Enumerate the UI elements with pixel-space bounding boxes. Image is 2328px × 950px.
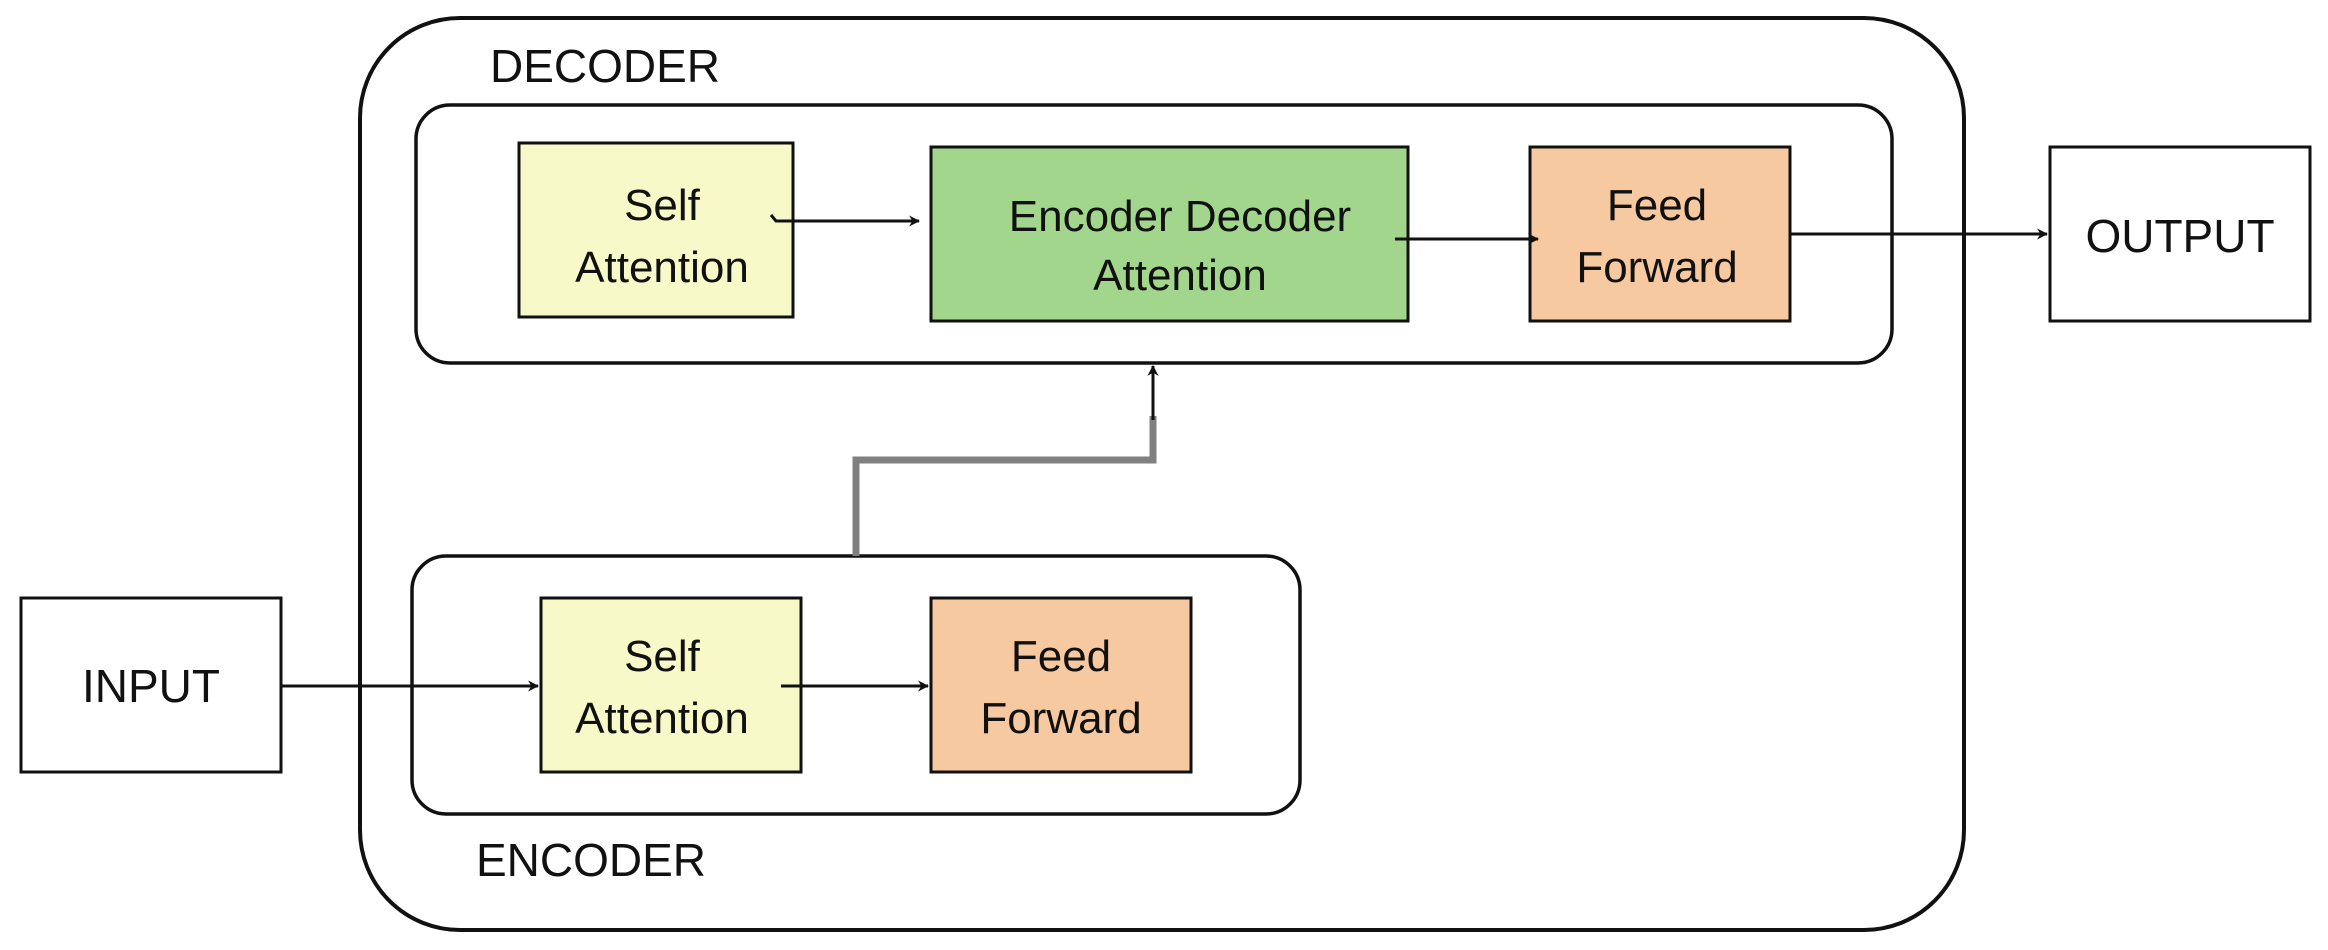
encoder-label: ENCODER bbox=[476, 834, 706, 886]
connector-encoder-to-decoder bbox=[852, 416, 1157, 556]
decoder-feed-forward-node: Feed Forward bbox=[1528, 145, 1792, 323]
encoder-decoder-attention-line2: Attention bbox=[1093, 251, 1267, 300]
decoder-feed-forward-line1: Feed bbox=[1607, 181, 1707, 230]
encoder-decoder-attention-node: Encoder Decoder Attention bbox=[929, 145, 1410, 323]
input-node: INPUT bbox=[19, 596, 283, 774]
encoder-self-attention-line2: Attention bbox=[575, 694, 749, 743]
encoder-feed-forward-line1: Feed bbox=[1011, 632, 1111, 681]
output-node: OUTPUT bbox=[2048, 145, 2312, 323]
decoder-self-attention-line1: Self bbox=[624, 181, 701, 230]
decoder-feed-forward-line2: Forward bbox=[1576, 243, 1737, 292]
arrow-decoder-self-attention-to-encoder-decoder-attention bbox=[769, 214, 921, 227]
output-label: OUTPUT bbox=[2085, 210, 2274, 262]
encoder-feed-forward-node: Feed Forward bbox=[929, 596, 1193, 774]
decoder-self-attention-node: Self Attention bbox=[517, 141, 795, 319]
encoder-feed-forward-line2: Forward bbox=[980, 694, 1141, 743]
encoder-decoder-attention-line1: Encoder Decoder bbox=[1009, 192, 1351, 241]
encoder-self-attention-node: Self Attention bbox=[539, 596, 803, 774]
input-label: INPUT bbox=[82, 660, 220, 712]
encoder-self-attention-line1: Self bbox=[624, 632, 701, 681]
transformer-outer-container bbox=[358, 16, 1966, 932]
decoder-self-attention-line2: Attention bbox=[575, 243, 749, 292]
decoder-label: DECODER bbox=[490, 40, 720, 92]
